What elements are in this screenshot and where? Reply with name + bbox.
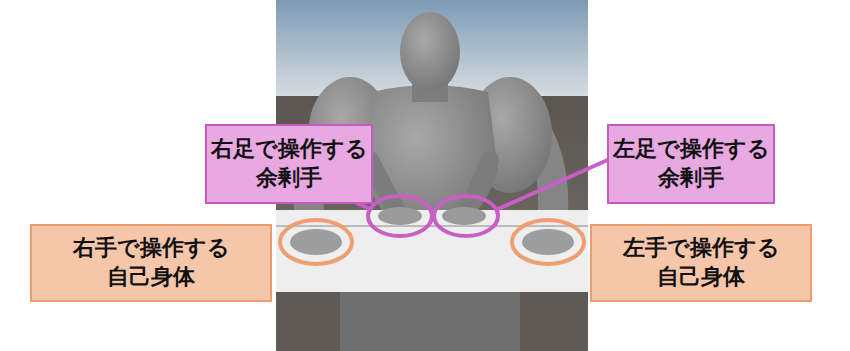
hand	[290, 229, 342, 255]
label-box: 左手で操作する 自己身体	[590, 224, 812, 302]
label-box: 右手で操作する 自己身体	[30, 224, 272, 302]
label-box: 右足で操作する 余剰手	[205, 124, 373, 204]
lower-body	[276, 292, 588, 351]
sky	[276, 0, 588, 96]
extra-arm	[466, 160, 490, 212]
table-edge	[276, 225, 588, 227]
box-label: 左手で操作する 自己身体	[592, 234, 810, 291]
highlight-circle	[280, 220, 352, 264]
highlight-circle	[434, 196, 498, 236]
box-label: 右足で操作する 余剰手	[207, 135, 371, 192]
hand	[378, 207, 422, 225]
highlight-circle	[368, 196, 432, 236]
torso	[362, 85, 498, 236]
box-label: 左足で操作する 余剰手	[609, 135, 773, 192]
hand	[442, 207, 486, 225]
head	[400, 12, 460, 92]
hand	[522, 229, 574, 255]
leader-line	[496, 158, 612, 210]
legs	[340, 292, 520, 351]
box-label: 右手で操作する 自己身体	[32, 234, 270, 291]
text-stack: 右足で操作する 余剰手	[207, 135, 371, 192]
text-stack: 左足で操作する 余剰手	[609, 135, 773, 192]
text-stack: 右手で操作する 自己身体	[32, 234, 270, 291]
highlight-circle	[512, 220, 584, 264]
text-stack: 左手で操作する 自己身体	[592, 234, 810, 291]
label-box: 左足で操作する 余剰手	[607, 124, 775, 204]
